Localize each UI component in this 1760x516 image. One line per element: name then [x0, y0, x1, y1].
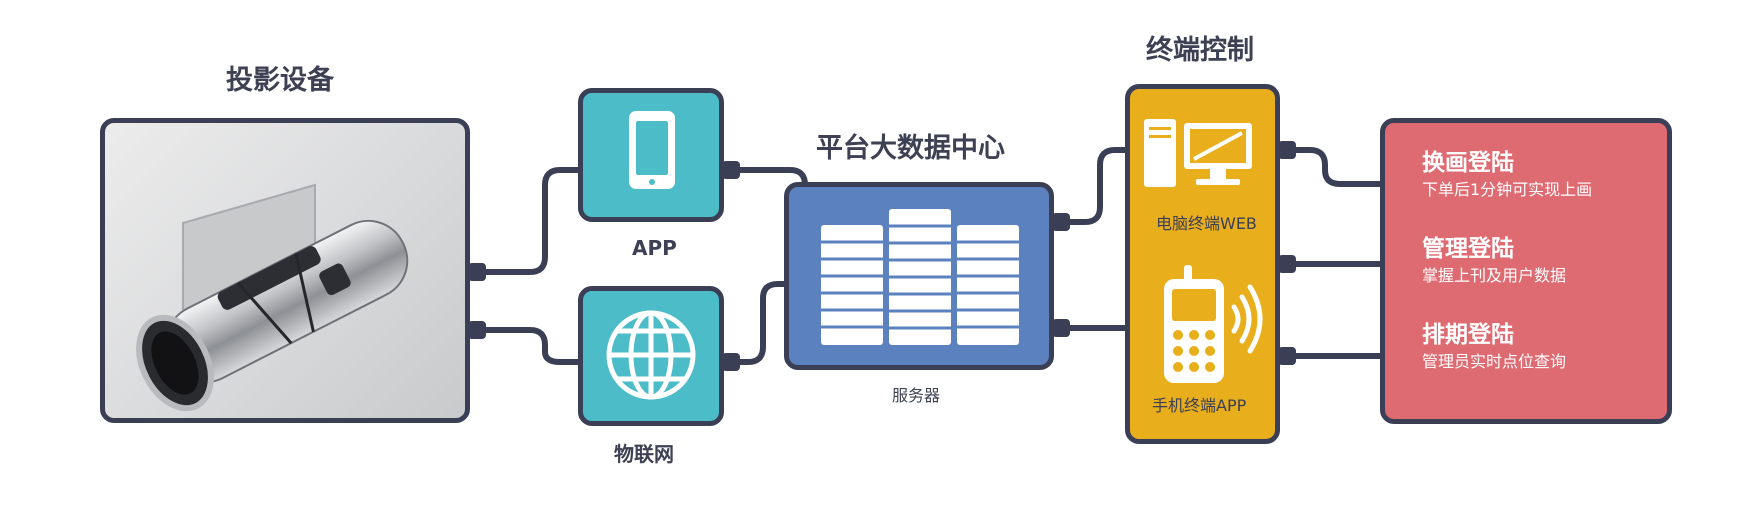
- app-caption: APP: [632, 236, 677, 260]
- projector-image: [136, 183, 409, 412]
- wire-terminal-feature-1: [1275, 147, 1385, 187]
- app-box: [578, 88, 724, 222]
- plug: [1278, 347, 1296, 365]
- plug: [468, 321, 486, 339]
- feature-title: 换画登陆: [1422, 150, 1514, 176]
- plug: [1278, 255, 1296, 273]
- wire-device-iot: [465, 327, 581, 365]
- server-box: [784, 182, 1054, 370]
- feature-title: 管理登陆: [1422, 236, 1514, 262]
- plug: [1052, 319, 1070, 337]
- feature-panel: [1380, 118, 1672, 424]
- terminal-heading: 终端控制: [1146, 35, 1254, 66]
- platform-heading: 平台大数据中心: [816, 133, 1005, 164]
- feature-desc: 掌握上刊及用户数据: [1422, 266, 1567, 285]
- pc-terminal-label: 电脑终端WEB: [1156, 214, 1257, 233]
- feature-list: 换画登陆 下单后1分钟可实现上画 管理登陆 掌握上刊及用户数据 排期登陆 管理员…: [1422, 148, 1592, 406]
- feature-desc: 下单后1分钟可实现上画: [1422, 180, 1593, 199]
- tablet-icon: [629, 111, 675, 189]
- server-rack-icon: [821, 209, 1019, 345]
- plug: [468, 263, 486, 281]
- server-caption: 服务器: [892, 386, 941, 405]
- feature-item: 换画登陆 下单后1分钟可实现上画: [1422, 148, 1592, 234]
- plug: [722, 353, 740, 371]
- iot-caption: 物联网: [614, 442, 674, 466]
- signal-waves-icon: [1231, 284, 1263, 354]
- wire-device-app: [465, 167, 581, 275]
- plug: [1052, 213, 1070, 231]
- feature-item: 排期登陆 管理员实时点位查询: [1422, 320, 1592, 406]
- plug: [1278, 141, 1296, 159]
- terminal-box: [1125, 84, 1280, 444]
- mobile-terminal-label: 手机终端APP: [1152, 396, 1247, 415]
- wire-iot-server: [719, 281, 789, 365]
- terminal-icons: [1144, 119, 1263, 383]
- feature-item: 管理登陆 掌握上刊及用户数据: [1422, 234, 1592, 320]
- feature-desc: 管理员实时点位查询: [1422, 352, 1567, 371]
- iot-box: [578, 286, 724, 426]
- projection-device-panel: [100, 118, 470, 423]
- plug: [722, 161, 740, 179]
- feature-title: 排期登陆: [1422, 322, 1514, 348]
- wire-server-pc: [1049, 147, 1130, 225]
- globe-icon: [606, 310, 696, 400]
- projection-heading: 投影设备: [226, 65, 334, 96]
